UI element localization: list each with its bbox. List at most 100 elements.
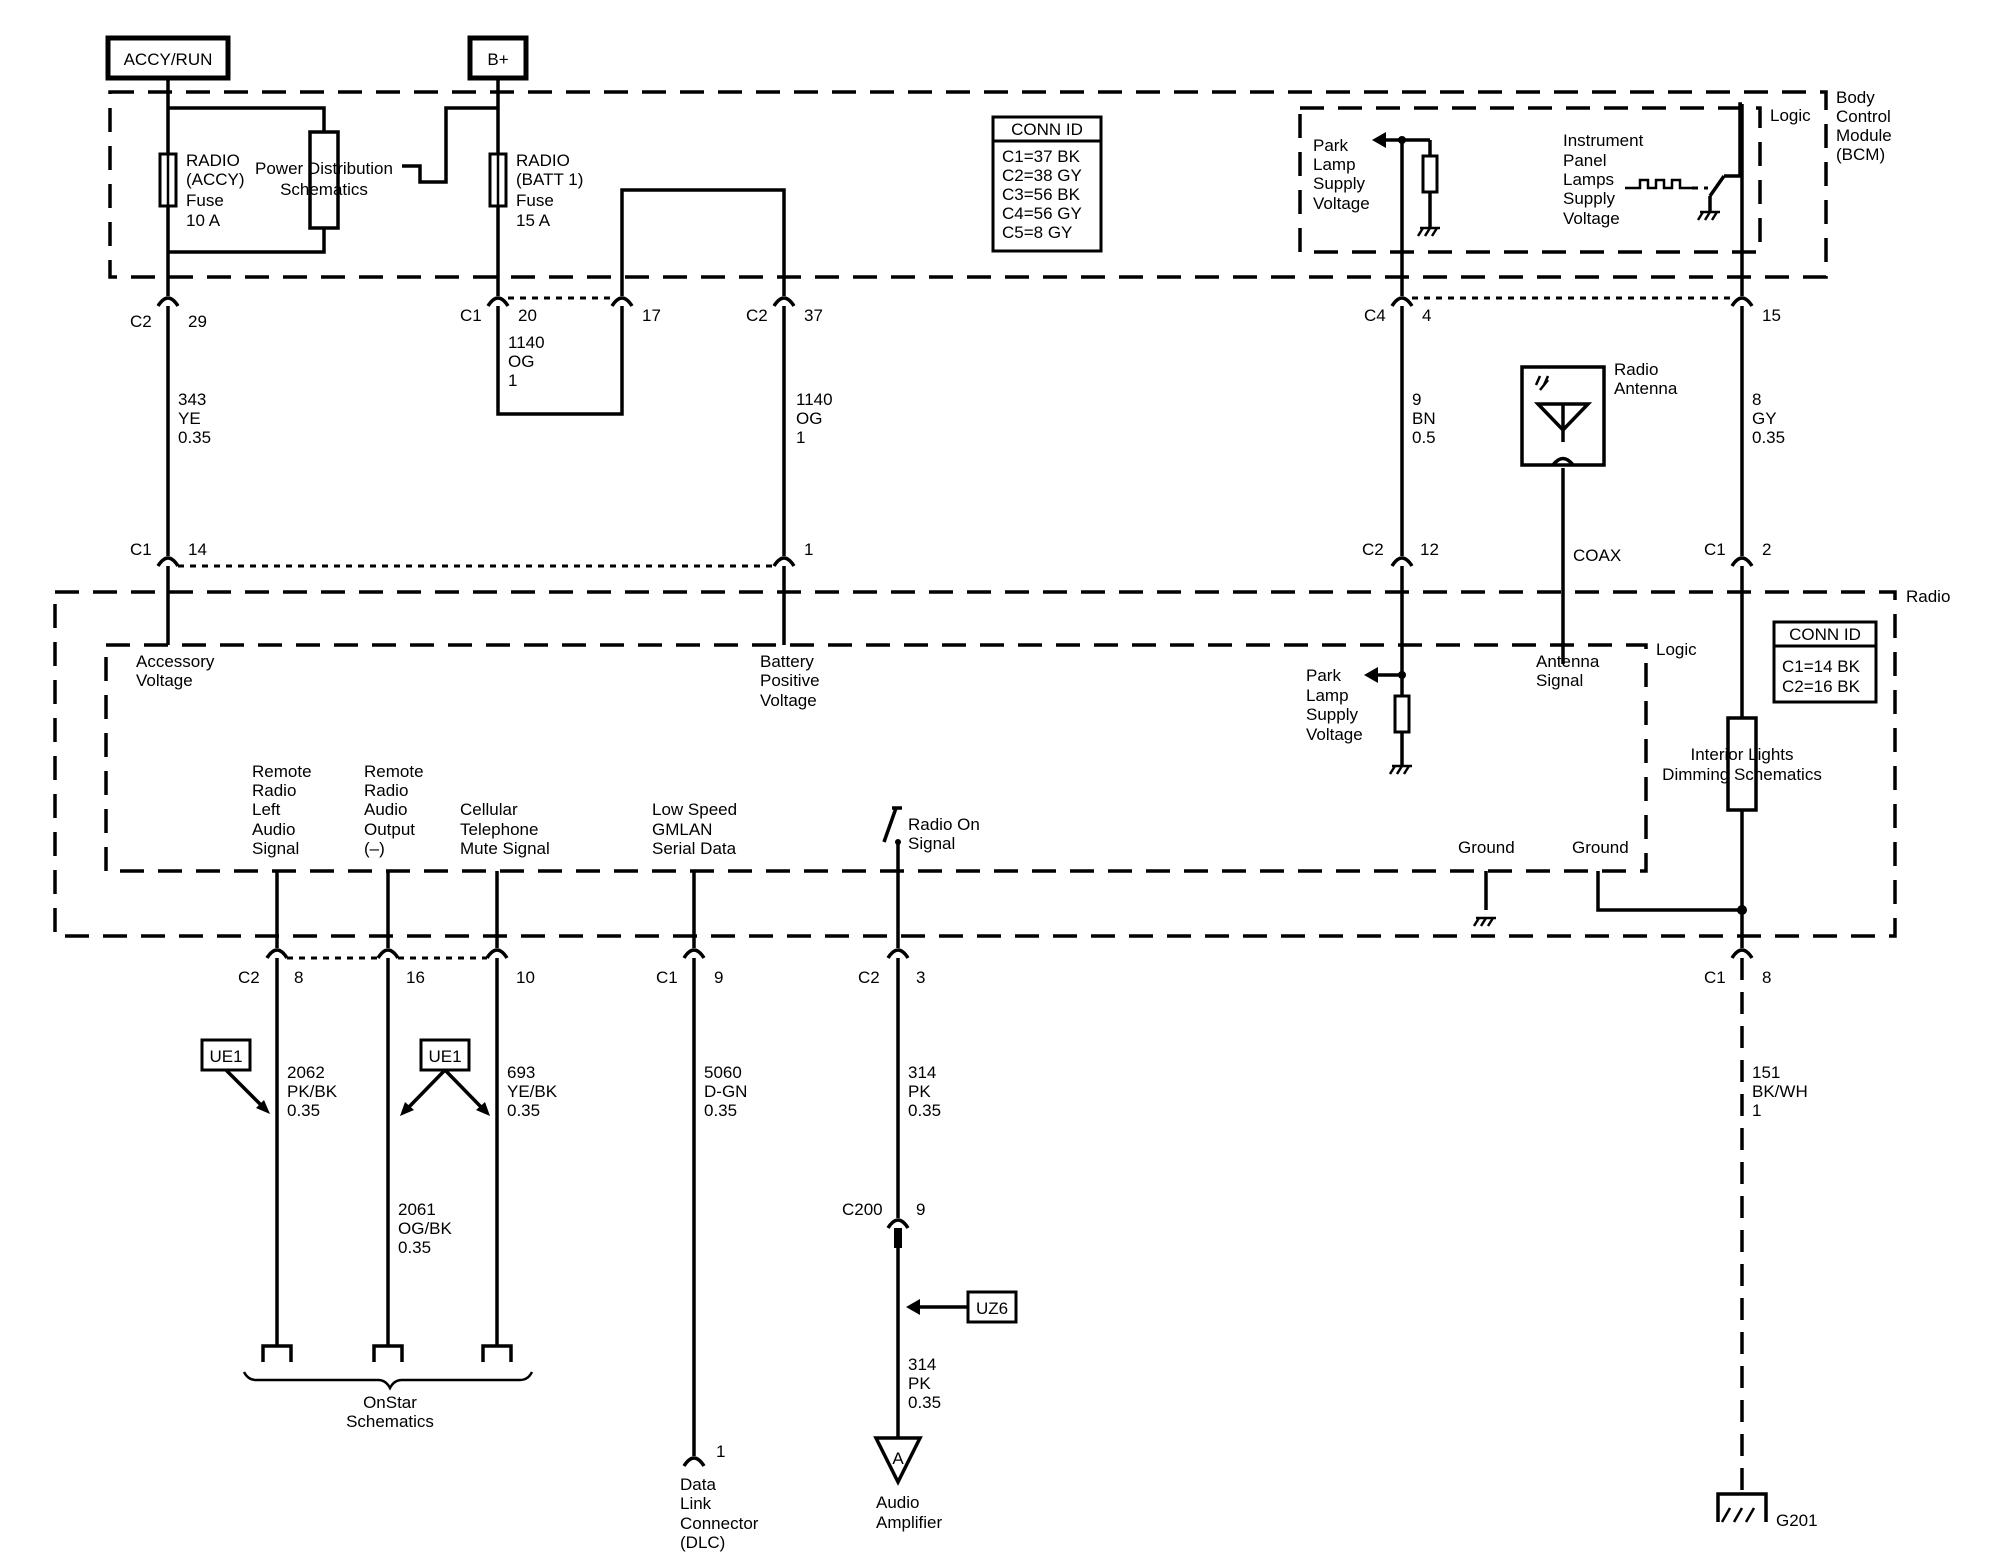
remote-left-audio-label: Remote Radio Left Audio Signal bbox=[252, 762, 312, 858]
accessory-voltage-label: Accessory Voltage bbox=[136, 652, 215, 690]
svg-text:Voltage: Voltage bbox=[1563, 209, 1620, 228]
wire-2061-label: 2061 OG/BK 0.35 bbox=[398, 1200, 453, 1257]
svg-text:B+: B+ bbox=[487, 50, 508, 69]
wire-314-lower-label: 314 PK 0.35 bbox=[908, 1355, 941, 1412]
svg-text:Lamp: Lamp bbox=[1313, 155, 1356, 174]
svg-text:Instrument: Instrument bbox=[1563, 131, 1644, 150]
bcm-dimming-switch bbox=[1708, 174, 1726, 198]
svg-text:0.5: 0.5 bbox=[1412, 428, 1436, 447]
svg-text:Link: Link bbox=[680, 1494, 712, 1513]
connector-bcm-c2-37: C2 37 bbox=[746, 296, 823, 325]
wire-343-label: 343 YE 0.35 bbox=[178, 390, 211, 447]
b-plus-source: B+ bbox=[467, 35, 529, 81]
svg-text:8: 8 bbox=[1752, 390, 1761, 409]
svg-text:(–): (–) bbox=[364, 839, 385, 858]
svg-text:A: A bbox=[892, 1449, 904, 1468]
svg-text:C2: C2 bbox=[1362, 540, 1384, 559]
svg-text:Power Distribution: Power Distribution bbox=[255, 159, 393, 178]
svg-text:PK: PK bbox=[908, 1082, 931, 1101]
svg-text:Park: Park bbox=[1306, 666, 1341, 685]
svg-text:0.35: 0.35 bbox=[398, 1238, 431, 1257]
bcm-park-lamp-ground-icon bbox=[1416, 226, 1440, 237]
svg-text:C1: C1 bbox=[656, 968, 678, 987]
wire-5060-label: 5060 D-GN 0.35 bbox=[704, 1063, 747, 1120]
option-ue1-right: UE1 bbox=[400, 1038, 490, 1116]
svg-text:Battery: Battery bbox=[760, 652, 814, 671]
svg-text:Radio On: Radio On bbox=[908, 815, 980, 834]
svg-text:1140: 1140 bbox=[508, 333, 545, 352]
interior-lights-bracket bbox=[1726, 716, 1758, 812]
svg-text:D-GN: D-GN bbox=[704, 1082, 747, 1101]
svg-text:Audio: Audio bbox=[252, 820, 295, 839]
radio-antenna-icon bbox=[1520, 365, 1606, 467]
svg-text:8: 8 bbox=[294, 968, 303, 987]
radio-chassis-ground-icon bbox=[1472, 916, 1496, 927]
connector-radio-c2-12: C2 12 bbox=[1362, 540, 1439, 567]
svg-text:Signal: Signal bbox=[252, 839, 299, 858]
bcm-park-lamp-label: Park Lamp Supply Voltage bbox=[1313, 136, 1370, 213]
onstar-connectors bbox=[242, 1344, 534, 1391]
svg-text:Supply: Supply bbox=[1563, 189, 1615, 208]
svg-text:C1: C1 bbox=[460, 306, 482, 325]
svg-text:16: 16 bbox=[406, 968, 425, 987]
power-distribution-label: Power Distribution Schematics bbox=[255, 159, 393, 199]
svg-text:PK/BK: PK/BK bbox=[287, 1082, 338, 1101]
svg-text:C2: C2 bbox=[858, 968, 880, 987]
svg-text:12: 12 bbox=[1420, 540, 1439, 559]
radio-park-lamp-label: Park Lamp Supply Voltage bbox=[1306, 666, 1363, 744]
svg-text:C2: C2 bbox=[238, 968, 260, 987]
connector-bcm-c2-29: C2 29 bbox=[130, 296, 207, 331]
svg-text:5060: 5060 bbox=[704, 1063, 742, 1082]
svg-text:Schematics: Schematics bbox=[280, 180, 368, 199]
svg-text:0.35: 0.35 bbox=[287, 1101, 320, 1120]
radio-antenna-label: Radio Antenna bbox=[1614, 360, 1678, 398]
svg-text:Data: Data bbox=[680, 1475, 716, 1494]
remote-audio-output-label: Remote Radio Audio Output (–) bbox=[364, 762, 424, 858]
svg-text:CONN ID: CONN ID bbox=[1011, 120, 1083, 139]
wire-1140-label: 1140 OG 1 bbox=[796, 390, 833, 447]
radio-on-label: Radio On Signal bbox=[908, 815, 980, 853]
svg-text:ACCY/RUN: ACCY/RUN bbox=[124, 50, 213, 69]
svg-text:Voltage: Voltage bbox=[1306, 725, 1363, 744]
svg-text:Connector: Connector bbox=[680, 1514, 759, 1533]
g201-label: G201 bbox=[1776, 1511, 1818, 1530]
svg-text:2: 2 bbox=[1762, 540, 1771, 559]
accy-run-source: ACCY/RUN bbox=[105, 35, 231, 81]
svg-text:10 A: 10 A bbox=[186, 211, 221, 230]
svg-text:0.35: 0.35 bbox=[908, 1393, 941, 1412]
svg-text:C1=14 BK: C1=14 BK bbox=[1782, 657, 1861, 676]
svg-text:Antenna: Antenna bbox=[1614, 379, 1678, 398]
gmlan-label: Low Speed GMLAN Serial Data bbox=[652, 800, 737, 858]
audio-amplifier-label: Audio Amplifier bbox=[876, 1493, 942, 1532]
radio-label: Radio bbox=[1906, 587, 1950, 606]
svg-text:2062: 2062 bbox=[287, 1063, 325, 1082]
svg-text:1: 1 bbox=[716, 1442, 725, 1461]
connector-radio-10: 10 bbox=[485, 948, 535, 987]
svg-text:Control: Control bbox=[1836, 107, 1891, 126]
svg-text:UE1: UE1 bbox=[428, 1047, 461, 1066]
svg-text:UE1: UE1 bbox=[209, 1047, 242, 1066]
svg-text:693: 693 bbox=[507, 1063, 535, 1082]
bcm-instrument-panel-label: Instrument Panel Lamps Supply Voltage bbox=[1563, 131, 1644, 228]
svg-text:Body: Body bbox=[1836, 88, 1875, 107]
svg-text:(DLC): (DLC) bbox=[680, 1533, 725, 1552]
svg-text:C1: C1 bbox=[1704, 968, 1726, 987]
svg-text:Panel: Panel bbox=[1563, 151, 1606, 170]
svg-text:Voltage: Voltage bbox=[1313, 194, 1370, 213]
option-uz6: UZ6 bbox=[906, 1290, 1018, 1324]
radio-park-lamp-resistor bbox=[1393, 694, 1411, 734]
svg-text:3: 3 bbox=[916, 968, 925, 987]
svg-text:GMLAN: GMLAN bbox=[652, 820, 712, 839]
ground-label-1: Ground bbox=[1458, 838, 1515, 857]
svg-text:Mute Signal: Mute Signal bbox=[460, 839, 550, 858]
svg-text:Module: Module bbox=[1836, 126, 1892, 145]
power-distribution-bracket bbox=[308, 130, 340, 230]
svg-text:314: 314 bbox=[908, 1355, 936, 1374]
connector-radio-c1-2: C1 2 bbox=[1704, 540, 1771, 567]
svg-text:4: 4 bbox=[1422, 306, 1431, 325]
svg-text:15: 15 bbox=[1762, 306, 1781, 325]
radio-conn-id-table: CONN ID C1=14 BK C2=16 BK bbox=[1772, 620, 1878, 704]
svg-text:Telephone: Telephone bbox=[460, 820, 538, 839]
svg-text:Low Speed: Low Speed bbox=[652, 800, 737, 819]
wire-8-label: 8 GY 0.35 bbox=[1752, 390, 1785, 447]
